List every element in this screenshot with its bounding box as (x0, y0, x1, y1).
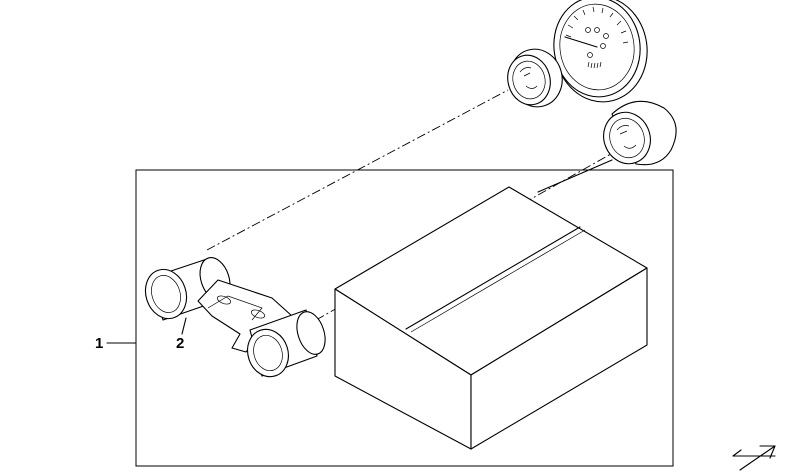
corner-symbol (732, 445, 776, 471)
small-gauge-right (603, 100, 677, 166)
callout-2-leader (181, 317, 187, 335)
speedometer (553, 0, 648, 103)
packaging-box (334, 186, 648, 450)
gauge-holder (144, 257, 326, 378)
small-gauge-left (507, 48, 563, 108)
callout-2: 2 (176, 335, 185, 352)
kit-frame (135, 169, 674, 467)
box-leader-line (537, 159, 613, 193)
assembly-line-left (206, 89, 509, 251)
callout-1: 1 (95, 335, 104, 352)
